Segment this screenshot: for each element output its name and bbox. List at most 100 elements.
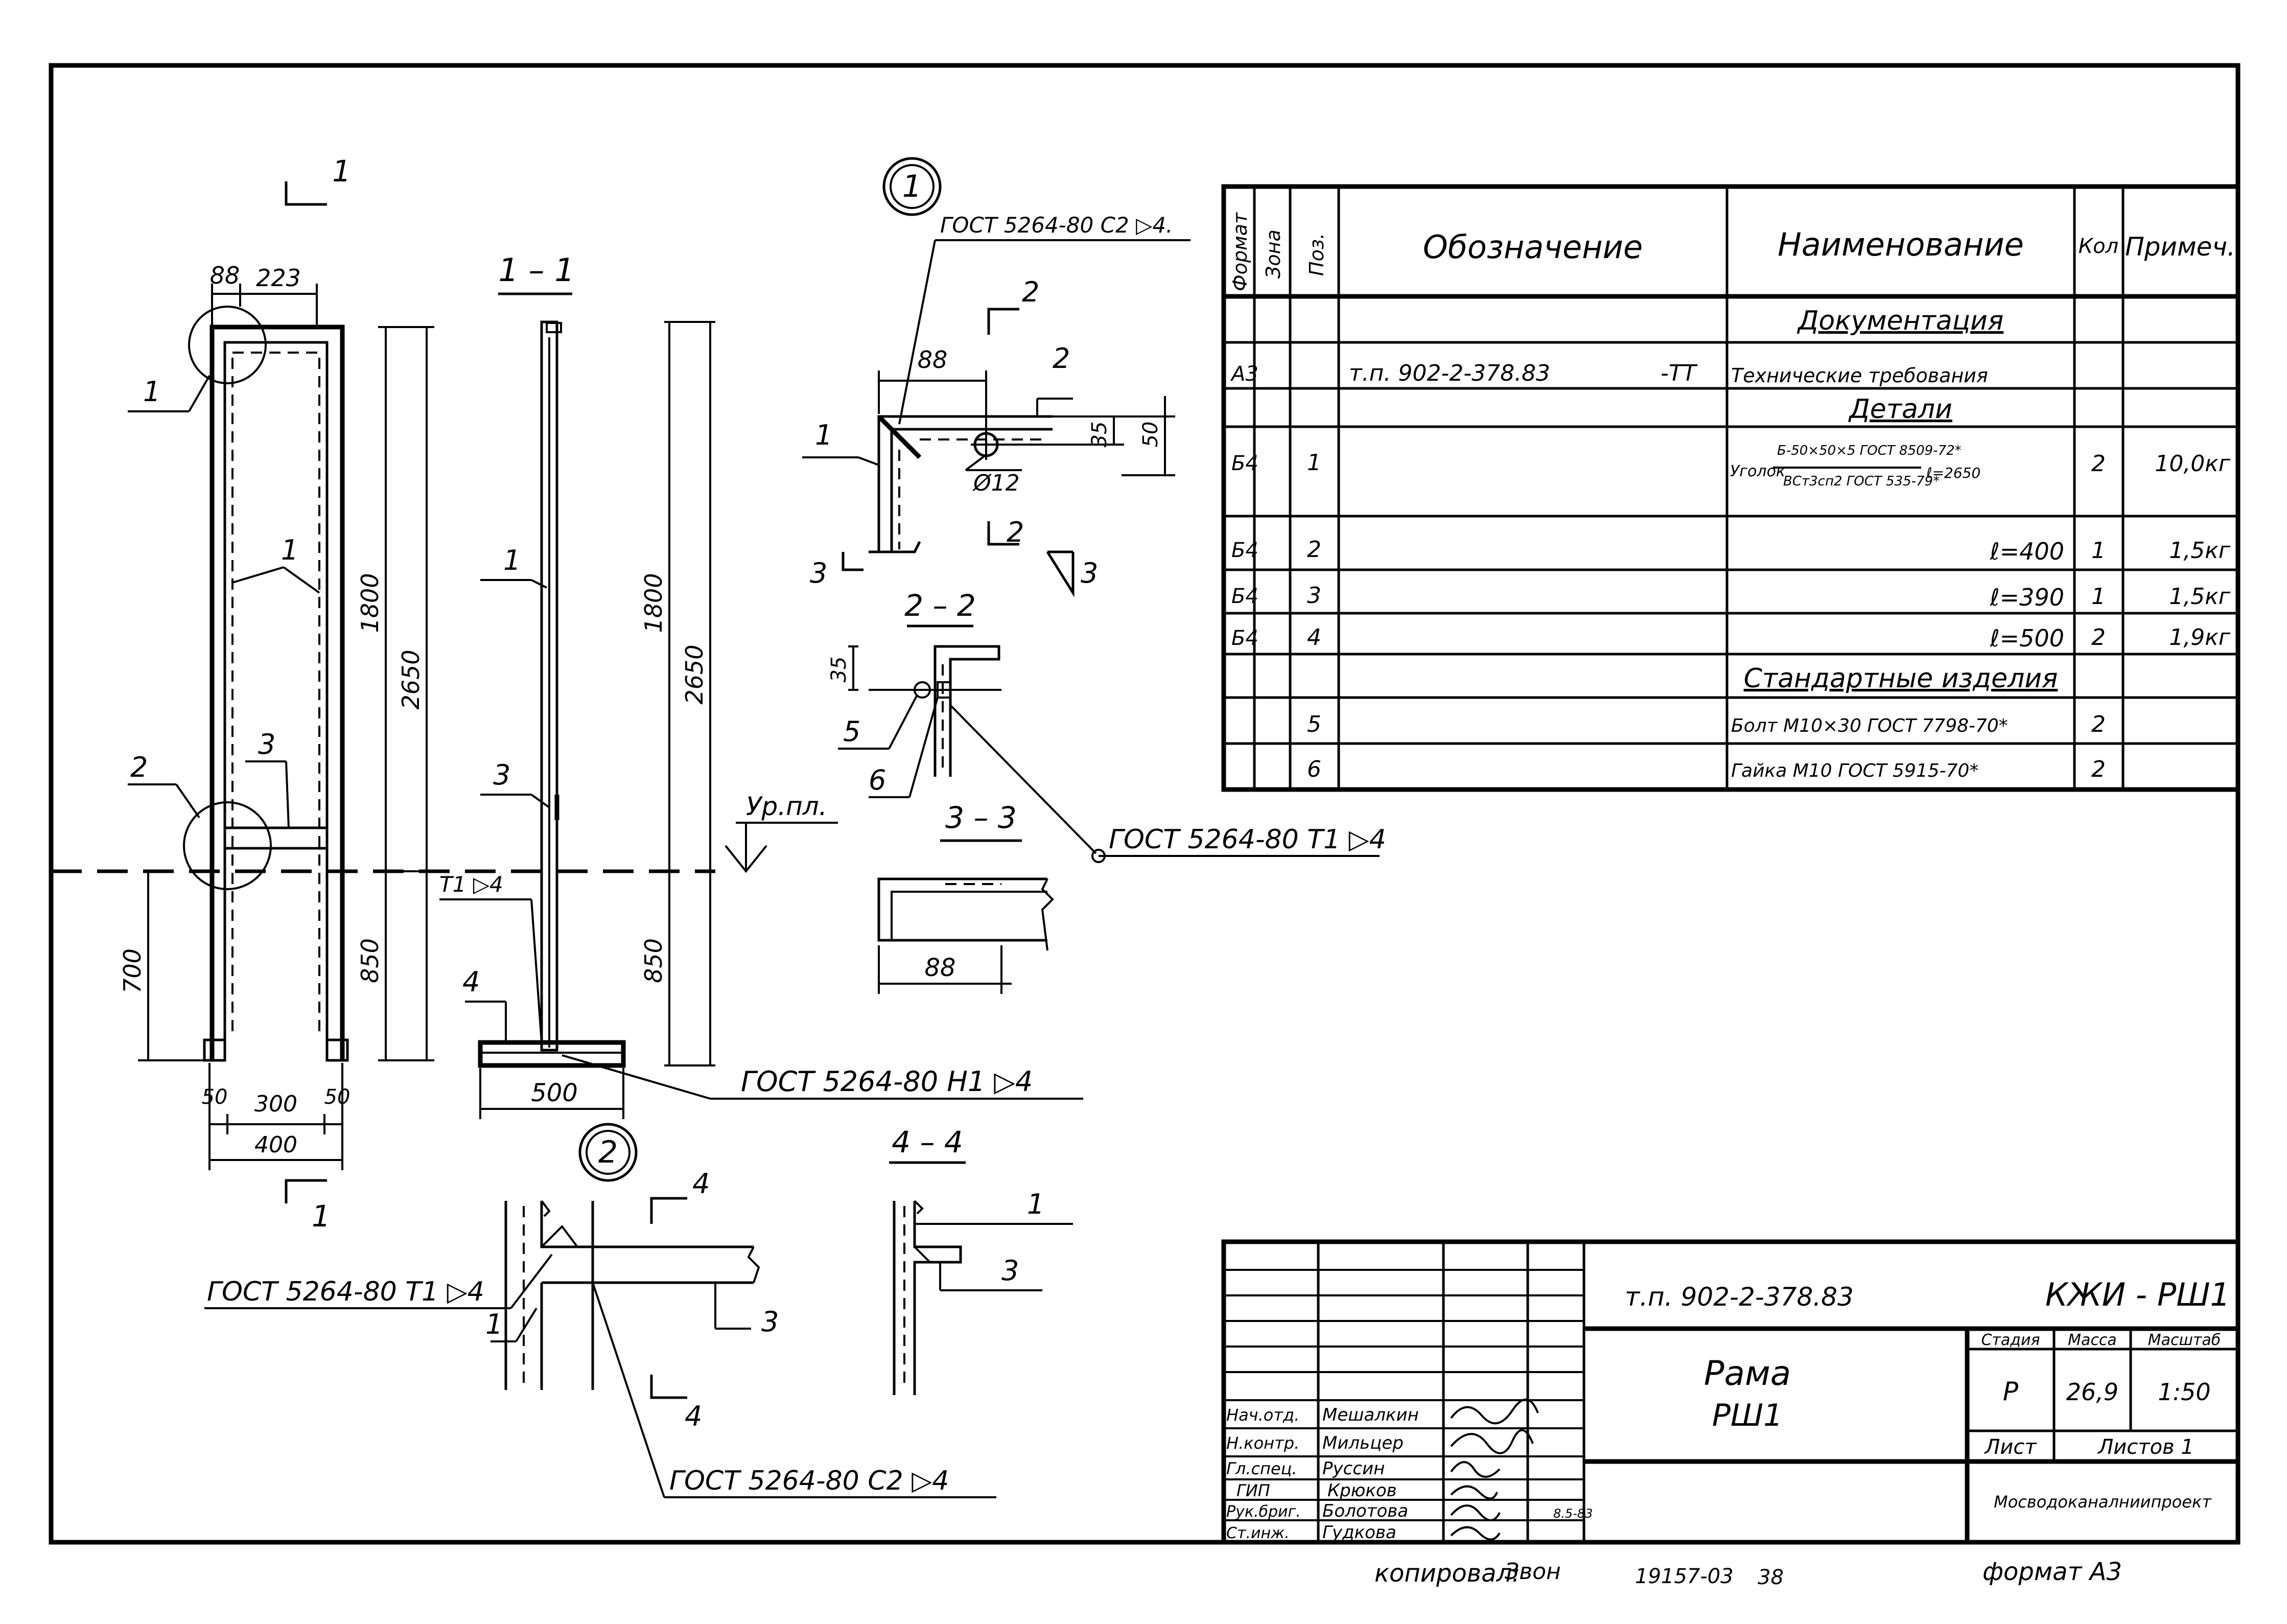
- floor-level-label: Ур.пл.: [746, 792, 827, 821]
- row-name: Технические требования: [1731, 364, 1988, 387]
- signer-role: Рук.бриг.: [1226, 1503, 1301, 1521]
- position-4-label: 4: [462, 966, 480, 998]
- signature-mark: [1450, 1429, 1534, 1454]
- signer-role: Нач.отд.: [1226, 1405, 1299, 1425]
- dim-88: 88: [924, 954, 955, 982]
- signer-role: Ст.инж.: [1226, 1524, 1290, 1542]
- section-2-2-title: 2 – 2: [904, 588, 976, 623]
- position-1-label: 1: [1027, 1188, 1044, 1220]
- dim-850: 850: [640, 938, 667, 983]
- row-name-bottom: ВСт3сп2 ГОСТ 535-79*: [1783, 474, 1940, 489]
- row-note: 1,9кг: [2169, 624, 2231, 651]
- row-qty: 2: [2091, 711, 2106, 737]
- row-format: Б4: [1231, 627, 1258, 650]
- row-format: Б4: [1231, 539, 1258, 562]
- row-pos: 4: [1307, 624, 1321, 651]
- stage-value: Р: [2003, 1377, 2019, 1406]
- weld-c2-label-top: ГОСТ 5264-80 С2 ▷4.: [940, 213, 1173, 238]
- dim-2650: 2650: [397, 649, 425, 709]
- section-3-3-title: 3 – 3: [945, 800, 1017, 835]
- row-designation-suffix: -ТТ: [1661, 360, 1698, 386]
- row-note: 1,5кг: [2169, 538, 2231, 564]
- node-2-detail: 2 4 4 ГОСТ 5264-80 Т1 ▷4 1 3 ГОСТ 5264-8…: [204, 1123, 996, 1498]
- row-name: Гайка М10 ГОСТ 5915-70*: [1731, 760, 1978, 781]
- section-mark-label: 3: [810, 557, 827, 589]
- weld-h1-label: ГОСТ 5264-80 Н1 ▷4: [741, 1065, 1033, 1098]
- sign-date: 8.5-83: [1553, 1506, 1593, 1521]
- dim-35: 35: [827, 657, 851, 683]
- row-name: ℓ=500: [1990, 624, 2064, 652]
- position-1-label: 1: [485, 1308, 503, 1340]
- section-mark-label: 3: [1081, 557, 1098, 589]
- section-3-3: 3 – 3 88: [877, 800, 1054, 994]
- dim-88: 88: [210, 262, 240, 289]
- section-parts: Детали: [1848, 394, 1952, 425]
- signature-mark: [1450, 1485, 1498, 1500]
- signer-role: Гл.спец.: [1226, 1459, 1297, 1478]
- dim-diameter-12: Ø12: [972, 470, 1020, 496]
- doc-code: т.п. 902-2-378.83: [1625, 1282, 1854, 1312]
- row-pos: 2: [1307, 537, 1321, 563]
- row-name-length: ℓ=2650: [1926, 465, 1980, 481]
- signature-mark: [1450, 1461, 1501, 1478]
- sheet-label: Лист: [1983, 1435, 2037, 1459]
- signer-name: Болотова: [1322, 1501, 1408, 1521]
- signature-mark: [1450, 1398, 1539, 1425]
- row-note: 10,0кг: [2155, 451, 2231, 477]
- row-format: А3: [1230, 362, 1258, 386]
- header-note: Примеч.: [2125, 232, 2235, 262]
- row-name: ℓ=390: [1990, 584, 2064, 611]
- node-1-number: 1: [902, 169, 922, 204]
- row-format: Б4: [1231, 452, 1258, 475]
- specification-table: Формат Зона Поз. Обозначение Наименовани…: [1221, 184, 2241, 792]
- position-1-label: 1: [281, 534, 298, 566]
- row-qty: 2: [2091, 624, 2106, 651]
- weld-t1-label: Т1 ▷4: [439, 872, 503, 897]
- row-qty: 1: [2091, 538, 2106, 564]
- organization: Мосводоканалниипроект: [1994, 1492, 2212, 1512]
- section-mark-label: 2: [1007, 516, 1024, 548]
- dim-400: 400: [254, 1132, 297, 1158]
- signer-role: Н.контр.: [1226, 1433, 1299, 1453]
- title-line2: РШ1: [1712, 1398, 1783, 1433]
- dim-223: 223: [256, 264, 301, 292]
- row-pos: 6: [1307, 756, 1321, 782]
- copied-sign: Звон: [1505, 1559, 1561, 1585]
- position-6-label: 6: [869, 764, 886, 796]
- section-mark-label: 4: [685, 1400, 702, 1432]
- header-name: Наименование: [1778, 226, 2024, 263]
- row-format: Б4: [1231, 585, 1258, 608]
- section-documentation: Документация: [1797, 306, 2003, 336]
- weld-c2-label: ГОСТ 5264-80 С2 ▷4: [669, 1466, 949, 1496]
- row-name: ℓ=400: [1990, 538, 2064, 565]
- section-1-1-title: 1 – 1: [498, 251, 574, 289]
- sheets-label: Листов 1: [2097, 1435, 2194, 1459]
- header-qty: Кол: [2079, 235, 2118, 258]
- section-1-1: 1 – 1 1 3 4 Т1 ▷4 ГОСТ 5264-80 Н1 ▷4 500: [439, 251, 1083, 1119]
- title-block: т.п. 902-2-378.83 КЖИ - РШ1 Рама РШ1 Ста…: [1221, 1239, 2241, 1545]
- signer-name: Мильцер: [1322, 1433, 1404, 1453]
- row-name: Болт М10×30 ГОСТ 7798-70*: [1731, 715, 2008, 736]
- row-qty: 2: [2091, 756, 2106, 782]
- dim-300: 300: [254, 1091, 297, 1117]
- header-zone: Зона: [1262, 229, 1285, 279]
- dim-50-right: 50: [324, 1085, 351, 1109]
- inventory-number: 19157-03: [1635, 1565, 1734, 1588]
- position-3-label: 3: [493, 759, 510, 791]
- title-line1: Рама: [1704, 1354, 1791, 1393]
- header-pos: Поз.: [1305, 233, 1328, 276]
- signer-name: Крюков: [1327, 1480, 1397, 1501]
- position-2-label: 2: [130, 751, 148, 783]
- signer-name: Мешалкин: [1322, 1405, 1419, 1425]
- section-mark-label: 1: [332, 154, 351, 189]
- signer-name: Гудкова: [1322, 1522, 1396, 1543]
- frame-front-view: 1 1 88 223 1 1 2 3 1800 2650 850: [51, 154, 715, 1234]
- position-1-label: 1: [143, 376, 160, 408]
- dim-50-left: 50: [202, 1085, 228, 1109]
- signer-role: ГИП: [1236, 1481, 1270, 1500]
- section-mark-label: 1: [312, 1199, 331, 1234]
- row-name: Уголок: [1730, 462, 1785, 480]
- node-1-detail: 1 ГОСТ 5264-80 С2 ▷4. 88 35 50 Ø12 1: [802, 157, 1191, 597]
- scale-value: 1:50: [2158, 1378, 2210, 1406]
- header-designation: Обозначение: [1423, 228, 1643, 266]
